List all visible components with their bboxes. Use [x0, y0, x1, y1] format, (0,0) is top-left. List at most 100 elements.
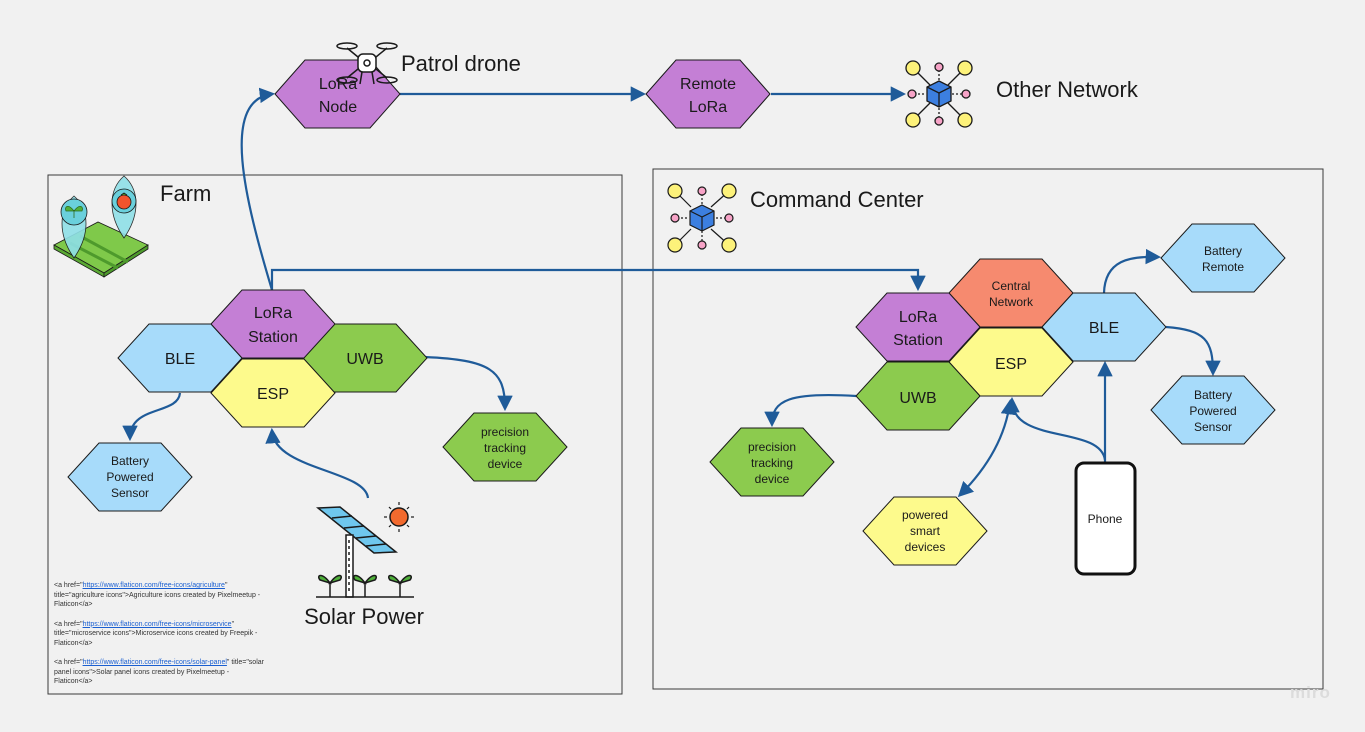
- credit-solar: <a href="https://www.flaticon.com/free-i…: [54, 659, 264, 685]
- cc-ble-hex[interactable]: [1041, 292, 1167, 362]
- cc-smart-devices-label-1: powered: [902, 508, 948, 522]
- cc-precision-tracking-label-1: precision: [748, 440, 796, 454]
- cc-ble-label: BLE: [1089, 320, 1119, 337]
- farm-battery-sensor-hex[interactable]: [67, 442, 193, 512]
- cc-battery-sensor-hex[interactable]: [1150, 375, 1276, 445]
- cc-lora-station-hex[interactable]: [855, 292, 981, 362]
- cc-battery-remote-hex[interactable]: [1160, 223, 1286, 293]
- farm-uwb-label: UWB: [346, 351, 383, 368]
- phone-shape[interactable]: [1074, 461, 1137, 576]
- svg-text:Battery: Battery: [111, 454, 149, 468]
- svg-text:Node: Node: [319, 99, 357, 116]
- svg-text:powered: powered: [902, 508, 948, 522]
- farm-battery-sensor-label-2: Powered: [106, 470, 153, 484]
- solar-panel-icon: [315, 502, 414, 598]
- phone-label: Phone: [1088, 512, 1123, 526]
- svg-text:devices: devices: [905, 540, 946, 554]
- svg-text:Central: Central: [992, 279, 1031, 293]
- microservice-icon: [667, 183, 737, 253]
- svg-text:Network: Network: [989, 295, 1034, 309]
- svg-text:device: device: [488, 457, 523, 471]
- cc-smart-devices-label-3: devices: [905, 540, 946, 554]
- remote-lora-label-1: Remote: [680, 76, 736, 93]
- cc-battery-remote-label-2: Remote: [1202, 260, 1244, 274]
- cc-lora-station-label-1: LoRa: [899, 309, 937, 326]
- cc-battery-remote-label-1: Battery: [1204, 244, 1242, 258]
- network-icon: [905, 60, 973, 128]
- svg-text:LoRa: LoRa: [319, 76, 357, 93]
- farm-icon: [53, 175, 149, 278]
- farm-battery-sensor-label-3: Sensor: [111, 486, 149, 500]
- drone-icon: [336, 42, 398, 85]
- connector-solar-to-esp: [265, 427, 370, 499]
- svg-text:Battery: Battery: [1204, 244, 1242, 258]
- cc-central-network-label-2: Network: [989, 295, 1034, 309]
- svg-text:smart: smart: [910, 524, 941, 538]
- remote-lora-label-2: LoRa: [689, 99, 727, 116]
- farm-precision-tracking-label-3: device: [488, 457, 523, 471]
- farm-precision-tracking-hex[interactable]: [442, 412, 568, 482]
- farm-precision-tracking-label-1: precision: [481, 425, 529, 439]
- svg-text:LoRa: LoRa: [899, 309, 937, 326]
- cc-smart-devices-hex[interactable]: [862, 496, 988, 566]
- cc-battery-sensor-label-1: Battery: [1194, 388, 1232, 402]
- farm-lora-station-label-1: LoRa: [254, 305, 292, 322]
- svg-text:Sensor: Sensor: [1194, 420, 1232, 434]
- farm-precision-tracking-label-2: tracking: [484, 441, 526, 455]
- farm-battery-sensor-label-1: Battery: [111, 454, 149, 468]
- cc-battery-sensor-label-2: Powered: [1189, 404, 1236, 418]
- farm-esp-label: ESP: [257, 386, 289, 403]
- attribution-notes: <a href="https://www.flaticon.com/free-i…: [54, 581, 264, 697]
- lora-node-label-2: Node: [319, 99, 357, 116]
- cc-central-network-label-1: Central: [992, 279, 1031, 293]
- connector-cc-uwb-to-tracking: [764, 393, 857, 428]
- cc-esp-label: ESP: [995, 356, 1027, 373]
- credit-agriculture: <a href="https://www.flaticon.com/free-i…: [54, 582, 261, 608]
- connector-cc-ble-to-sensor: [1165, 325, 1221, 377]
- credit-solar-link[interactable]: https://www.flaticon.com/free-icons/sola…: [82, 659, 227, 666]
- connector-farm-uwb-to-tracking: [424, 355, 513, 412]
- svg-text:Station: Station: [893, 332, 943, 349]
- farm-title: Farm: [160, 181, 211, 206]
- svg-text:precision: precision: [481, 425, 529, 439]
- other-network-label: Other Network: [996, 77, 1139, 102]
- miro-watermark: miro: [1290, 683, 1331, 702]
- connector-esp-to-smart-devices: [957, 398, 1017, 498]
- cc-uwb-label: UWB: [899, 390, 936, 407]
- svg-text:precision: precision: [748, 440, 796, 454]
- cc-battery-sensor-label-3: Sensor: [1194, 420, 1232, 434]
- farm-lora-station-hex[interactable]: [210, 289, 336, 359]
- farm-lora-station-label-2: Station: [248, 329, 298, 346]
- cc-smart-devices-label-2: smart: [910, 524, 941, 538]
- cc-uwb-hex[interactable]: [855, 361, 981, 431]
- connector-farm-lora-to-node: [240, 87, 276, 291]
- credit-microservice: <a href="https://www.flaticon.com/free-i…: [54, 620, 258, 647]
- cc-precision-tracking-hex[interactable]: [709, 427, 835, 497]
- remote-lora-hex[interactable]: [645, 59, 771, 129]
- svg-text:LoRa: LoRa: [689, 99, 727, 116]
- cc-precision-tracking-label-2: tracking: [751, 456, 793, 470]
- svg-text:tracking: tracking: [484, 441, 526, 455]
- cc-lora-station-label-2: Station: [893, 332, 943, 349]
- command-center-title: Command Center: [750, 187, 924, 212]
- svg-text:tracking: tracking: [751, 456, 793, 470]
- svg-text:Remote: Remote: [680, 76, 736, 93]
- farm-ble-label: BLE: [165, 351, 195, 368]
- svg-text:LoRa: LoRa: [254, 305, 292, 322]
- patrol-drone-label: Patrol drone: [401, 51, 521, 76]
- connector-farm-ble-to-sensor: [122, 392, 182, 442]
- credit-microservice-link[interactable]: https://www.flaticon.com/free-icons/micr…: [82, 620, 232, 628]
- svg-text:Powered: Powered: [1189, 404, 1236, 418]
- credit-agriculture-link[interactable]: https://www.flaticon.com/free-icons/agri…: [82, 582, 225, 589]
- connector-cc-ble-to-remote: [1102, 248, 1162, 294]
- svg-text:Sensor: Sensor: [111, 486, 149, 500]
- farm-esp-hex[interactable]: [210, 358, 336, 428]
- solar-power-label: Solar Power: [304, 604, 424, 629]
- svg-text:Station: Station: [248, 329, 298, 346]
- svg-text:Powered: Powered: [106, 470, 153, 484]
- connector-farm-lora-to-cc-lora: [270, 268, 926, 292]
- lora-node-hex[interactable]: [274, 59, 401, 129]
- cc-precision-tracking-label-3: device: [755, 472, 790, 486]
- svg-text:device: device: [755, 472, 790, 486]
- lora-node-label-1: LoRa: [319, 76, 357, 93]
